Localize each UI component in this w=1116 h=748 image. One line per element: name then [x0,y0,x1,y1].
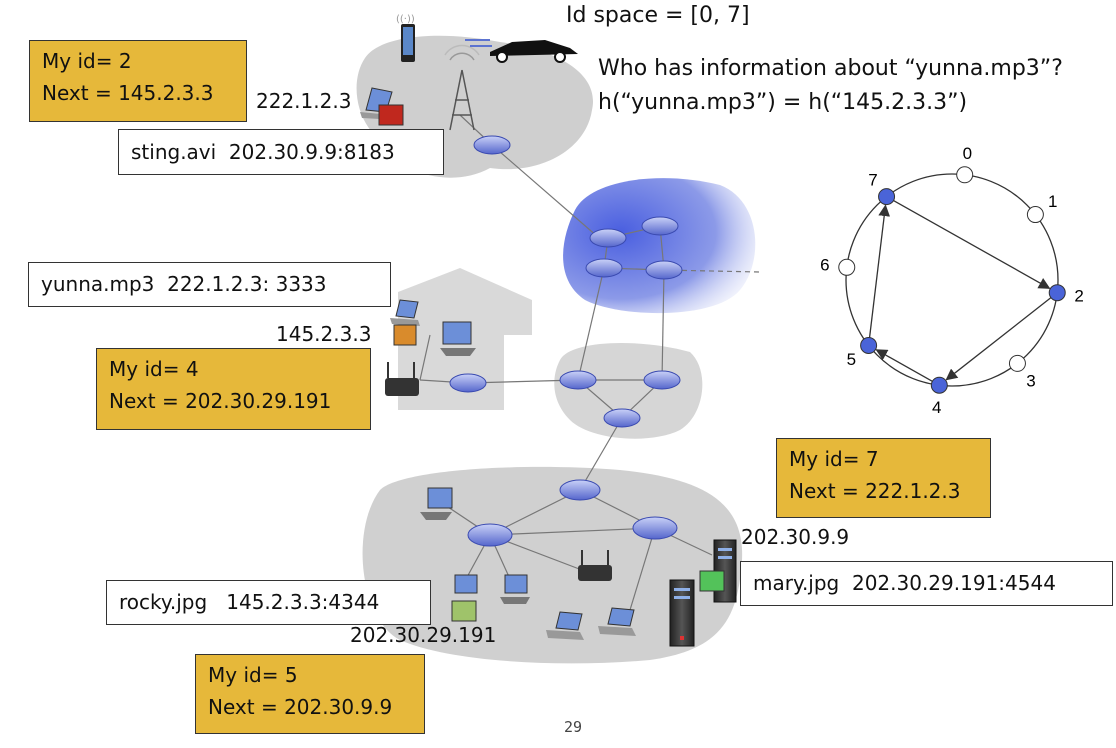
wireless-router-icon [578,550,612,581]
router-icon [559,479,601,501]
address-label: 222.1.2.3 [256,89,352,113]
id-space-label: Id space = [0, 7] [566,3,750,28]
routers [449,135,683,547]
address-label: 202.30.29.191 [350,623,497,647]
file-entry-yunna: yunna.mp3 222.1.2.3: 3333 [28,262,391,307]
peer-box-id-5: My id= 5 Next = 202.30.9.9 [195,654,425,734]
peer-box-id-2: My id= 2 Next = 145.2.3.3 [29,40,247,122]
ring-node-label: 7 [868,170,877,189]
desktop-icon [440,321,476,356]
router-icon [585,258,623,278]
laptop-icon [598,607,636,636]
successor-arrow [893,199,1051,289]
peer-id-label: My id= 2 [42,49,132,73]
peer-id-label: My id= 5 [208,663,298,687]
router-icon [449,373,487,393]
router-icon [467,523,513,547]
wireless-signal-icon: ((·)) [396,14,415,25]
ring-node-active [930,376,948,394]
desktop-icon [454,574,478,594]
router-icon [645,260,683,280]
ring-node-empty [956,166,974,184]
ring-node-active [878,188,896,206]
host-marker-orange [393,324,417,346]
ring-node-label: 5 [847,350,856,369]
ring-circle [845,173,1059,387]
file-entry-sting: sting.avi 202.30.9.9:8183 [118,129,444,175]
successor-arrow [875,349,933,382]
ring-node-label: 2 [1074,286,1083,305]
host-marker-bright-green [699,570,725,592]
router-icon [632,516,678,540]
ring-node-empty [838,258,856,276]
host-marker-green [451,600,477,622]
ring-node-empty [1008,354,1026,372]
address-label: 202.30.9.9 [741,525,850,549]
peer-next-label: Next = 222.1.2.3 [789,479,961,503]
router-icon [643,370,681,390]
car-icon [465,39,578,63]
phone-icon [401,24,415,62]
successor-arrow [945,297,1052,381]
host-marker-red [378,104,404,126]
peer-id-label: My id= 7 [789,447,879,471]
hash-equation: h(“yunna.mp3”) = h(“145.2.3.3”) [598,90,968,115]
ring-node-label: 0 [963,144,972,163]
ring-node-active [860,336,878,354]
peer-next-label: Next = 202.30.29.191 [109,389,332,413]
laptop-icon [390,299,420,326]
desktop-icon [420,487,453,520]
page-number: 29 [563,718,583,736]
router-icon [589,228,627,248]
peer-next-label: Next = 145.2.3.3 [42,81,214,105]
cell-tower-icon [444,44,480,131]
ring-node-label: 1 [1048,192,1057,211]
laptop-icon [546,611,584,640]
router-icon [473,135,511,155]
core-network-cloud [563,178,756,314]
wireless-router-icon [385,362,419,396]
server-icon [669,579,695,647]
file-entry-mary: mary.jpg 202.30.29.191:4544 [740,561,1113,606]
middle-network-cloud [554,342,703,439]
peer-box-id-7: My id= 7 Next = 222.1.2.3 [776,438,991,518]
chord-ring: 0 1 2 3 4 5 6 7 [820,144,1084,417]
peer-box-id-4: My id= 4 Next = 202.30.29.191 [96,348,371,430]
ring-node-label: 6 [820,256,829,275]
ring-node-empty [1026,206,1044,224]
ring-node-label: 4 [932,398,941,417]
lookup-question: Who has information about “yunna.mp3”? [598,56,1063,81]
peer-id-label: My id= 4 [109,357,199,381]
address-label: 145.2.3.3 [276,322,372,346]
router-icon [641,216,679,236]
desktop-icon [500,574,530,604]
peer-next-label: Next = 202.30.9.9 [208,695,393,719]
successor-arrow [868,204,891,338]
router-icon [559,370,597,390]
ring-node-active [1048,284,1066,302]
router-icon [603,408,641,428]
ring-node-label: 3 [1026,372,1035,391]
file-entry-rocky: rocky.jpg 145.2.3.3:4344 [106,580,431,625]
